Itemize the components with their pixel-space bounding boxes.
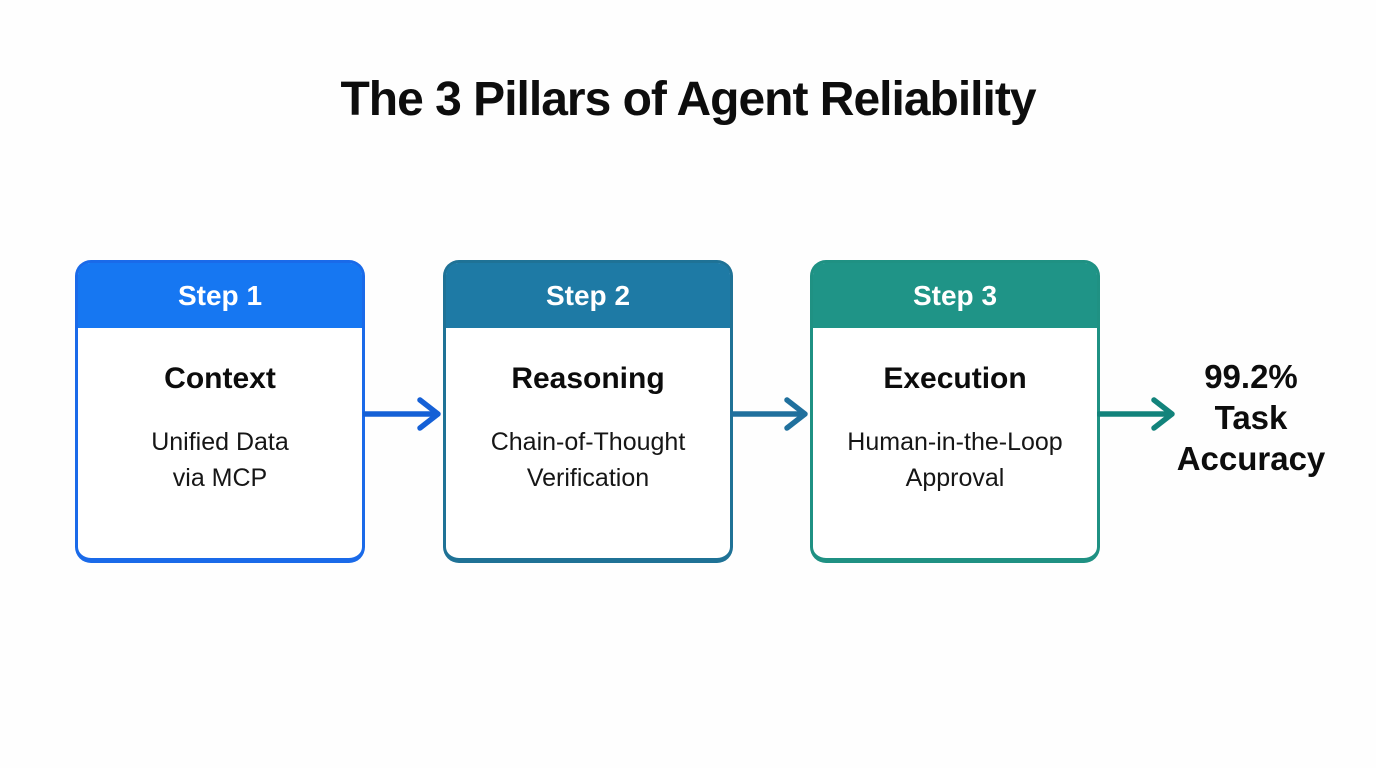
result-text: 99.2% Task Accuracy bbox=[1166, 356, 1336, 479]
step1-heading: Context bbox=[164, 362, 276, 395]
step1-header: Step 1 bbox=[78, 263, 362, 328]
step-card-context: Step 1 Context Unified Data via MCP bbox=[75, 260, 365, 563]
step3-label: Step 3 bbox=[912, 279, 998, 311]
step3-body: Execution Human-in-the-Loop Approval bbox=[813, 362, 1097, 496]
diagram-title: The 3 Pillars of Agent Reliability bbox=[340, 73, 1036, 126]
flow-arrow-2-icon bbox=[730, 397, 808, 431]
flow-arrow-1-icon bbox=[363, 397, 441, 431]
step3-header: Step 3 bbox=[813, 263, 1097, 328]
step2-description-line1: Chain-of-Thought bbox=[490, 428, 686, 456]
step3-description-line1: Human-in-the-Loop bbox=[847, 428, 1063, 456]
step2-description: Chain-of-Thought Verification bbox=[446, 424, 730, 496]
step2-heading: Reasoning bbox=[511, 362, 665, 395]
result-line-accuracy-value: 99.2% bbox=[1204, 358, 1298, 395]
step3-description-line2: Approval bbox=[905, 464, 1005, 492]
step3-description: Human-in-the-Loop Approval bbox=[813, 424, 1097, 496]
step2-body: Reasoning Chain-of-Thought Verification bbox=[446, 362, 730, 496]
step-card-execution: Step 3 Execution Human-in-the-Loop Appro… bbox=[810, 260, 1100, 563]
step1-label: Step 1 bbox=[177, 279, 263, 311]
step2-description-line2: Verification bbox=[526, 464, 650, 492]
flow-arrow-3-icon bbox=[1097, 397, 1175, 431]
result-line-accuracy: Accuracy bbox=[1176, 440, 1326, 477]
step1-description-line1: Unified Data bbox=[151, 428, 289, 456]
step2-label: Step 2 bbox=[545, 279, 631, 311]
step1-description: Unified Data via MCP bbox=[78, 424, 362, 496]
result-line-task: Task bbox=[1214, 399, 1288, 436]
step1-description-line2: via MCP bbox=[172, 464, 268, 492]
step2-header: Step 2 bbox=[446, 263, 730, 328]
step1-body: Context Unified Data via MCP bbox=[78, 362, 362, 496]
step3-heading: Execution bbox=[883, 362, 1027, 395]
step-card-reasoning: Step 2 Reasoning Chain-of-Thought Verifi… bbox=[443, 260, 733, 563]
